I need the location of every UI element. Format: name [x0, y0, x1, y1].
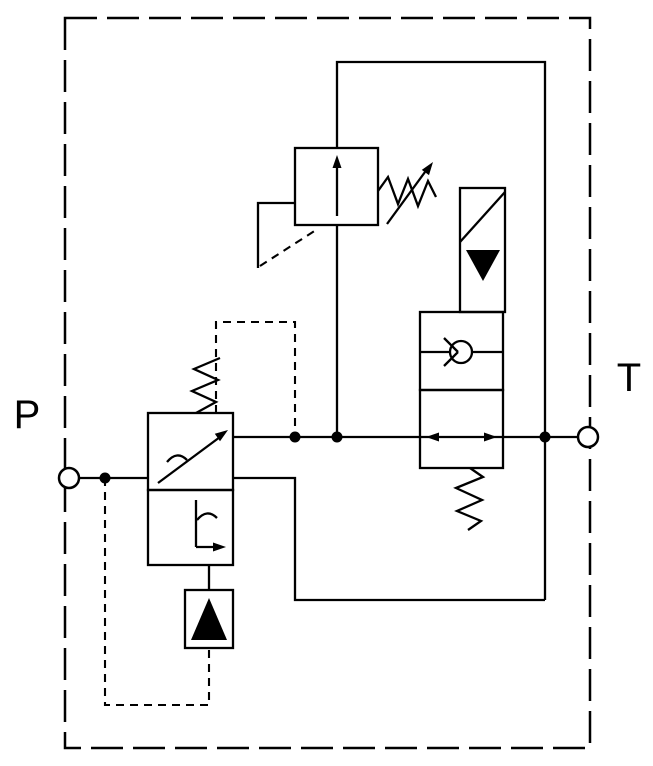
- proportional-solenoid-box: [183, 588, 235, 650]
- port-circles: [57, 425, 600, 490]
- adjustability-arrowhead: [421, 162, 433, 176]
- adjustability-arrow-line: [386, 171, 426, 225]
- junction-dot: [289, 431, 301, 443]
- pilot-lines: [103, 229, 317, 707]
- pilot-relief-valve-symbol: [293, 146, 438, 227]
- drain-line-dashed: [103, 478, 211, 707]
- port-p-label: P: [14, 393, 41, 437]
- open-position-box: [418, 388, 505, 470]
- junction-dots: [99, 431, 551, 484]
- check-ball-icon: [448, 339, 474, 365]
- pilot-line-dashed: [214, 320, 297, 437]
- flow-arrow-line: [157, 436, 221, 484]
- relief-spring-icon: [377, 174, 438, 210]
- relief-pilot-diagonal-dashed: [259, 229, 317, 267]
- reducing-valve-position-2: [146, 488, 235, 567]
- solenoid-triangle-up-icon: [191, 598, 227, 640]
- check-seat-icon: [443, 337, 459, 367]
- solenoid-actuator-box: [458, 186, 507, 314]
- junction-dot: [539, 431, 551, 443]
- position2-arrowhead: [213, 542, 226, 552]
- pressure-reducing-valve-symbol: [146, 356, 235, 650]
- flow-arrowhead: [214, 430, 228, 442]
- solenoid-check-valve-symbol: [418, 186, 507, 531]
- port-t-circle: [576, 425, 600, 449]
- spring-top-icon: [189, 356, 221, 415]
- spring-bottom-icon: [453, 467, 486, 531]
- port-p-circle: [57, 466, 81, 490]
- flow-arrowhead-left: [426, 432, 439, 442]
- solenoid-slash-icon: [459, 191, 506, 243]
- port-t-label: T: [617, 356, 641, 400]
- reducing-valve-position-1: [146, 411, 235, 492]
- junction-dot: [99, 472, 111, 484]
- relief-arrowhead: [332, 155, 342, 168]
- relief-valve-body: [293, 146, 380, 227]
- flow-arrowhead-right: [484, 432, 497, 442]
- throttle-arc-2: [196, 512, 218, 521]
- enclosure-boundary: [63, 16, 592, 750]
- relief-pilot-step: [256, 201, 295, 268]
- tank-return-loop: [233, 476, 545, 602]
- relief-top-loop-line: [335, 60, 547, 600]
- solenoid-triangle-down-icon: [466, 250, 500, 281]
- throttle-arc-1: [166, 454, 188, 463]
- junction-dot: [331, 431, 343, 443]
